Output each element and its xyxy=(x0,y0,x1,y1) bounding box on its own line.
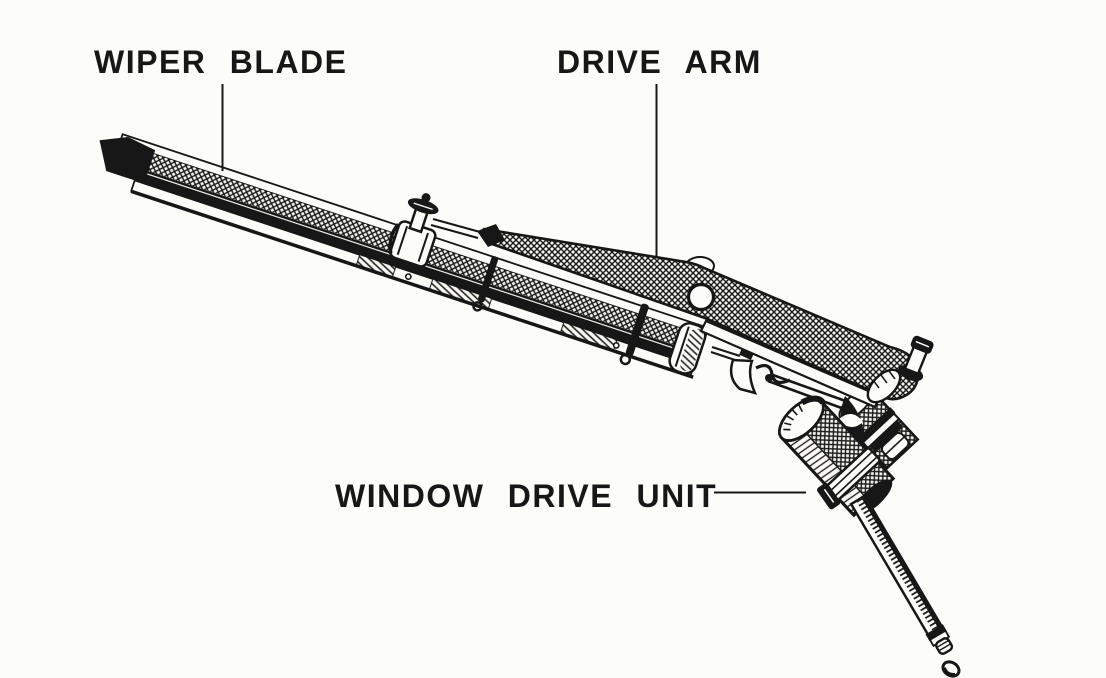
wiper-blade-drawing xyxy=(99,133,710,379)
channel-hole xyxy=(612,342,620,349)
window-drive-unit-drawing xyxy=(778,387,961,678)
window-drive-unit-label: WINDOW DRIVE UNIT xyxy=(335,478,718,514)
channel-hole xyxy=(404,273,412,281)
pivot-stud xyxy=(898,335,934,382)
retainer-clip xyxy=(472,256,499,312)
pivot-head xyxy=(866,335,934,404)
saddle-clamp xyxy=(388,193,439,268)
motor-cylinder xyxy=(778,395,896,518)
blade-left-tip xyxy=(99,137,156,184)
blade-dark-band xyxy=(110,159,697,365)
retainer-clip xyxy=(619,303,649,366)
arm-lower-flange xyxy=(699,319,882,409)
arm-pivot-hole xyxy=(686,282,716,312)
shaft-nut xyxy=(941,660,961,678)
drive-shaft xyxy=(849,494,954,655)
connecting-rod xyxy=(430,217,481,240)
arm-tip-clevis xyxy=(477,224,505,247)
wiper-blade-label: WIPER BLADE xyxy=(94,44,348,80)
drive-arm-label: DRIVE ARM xyxy=(557,44,762,80)
